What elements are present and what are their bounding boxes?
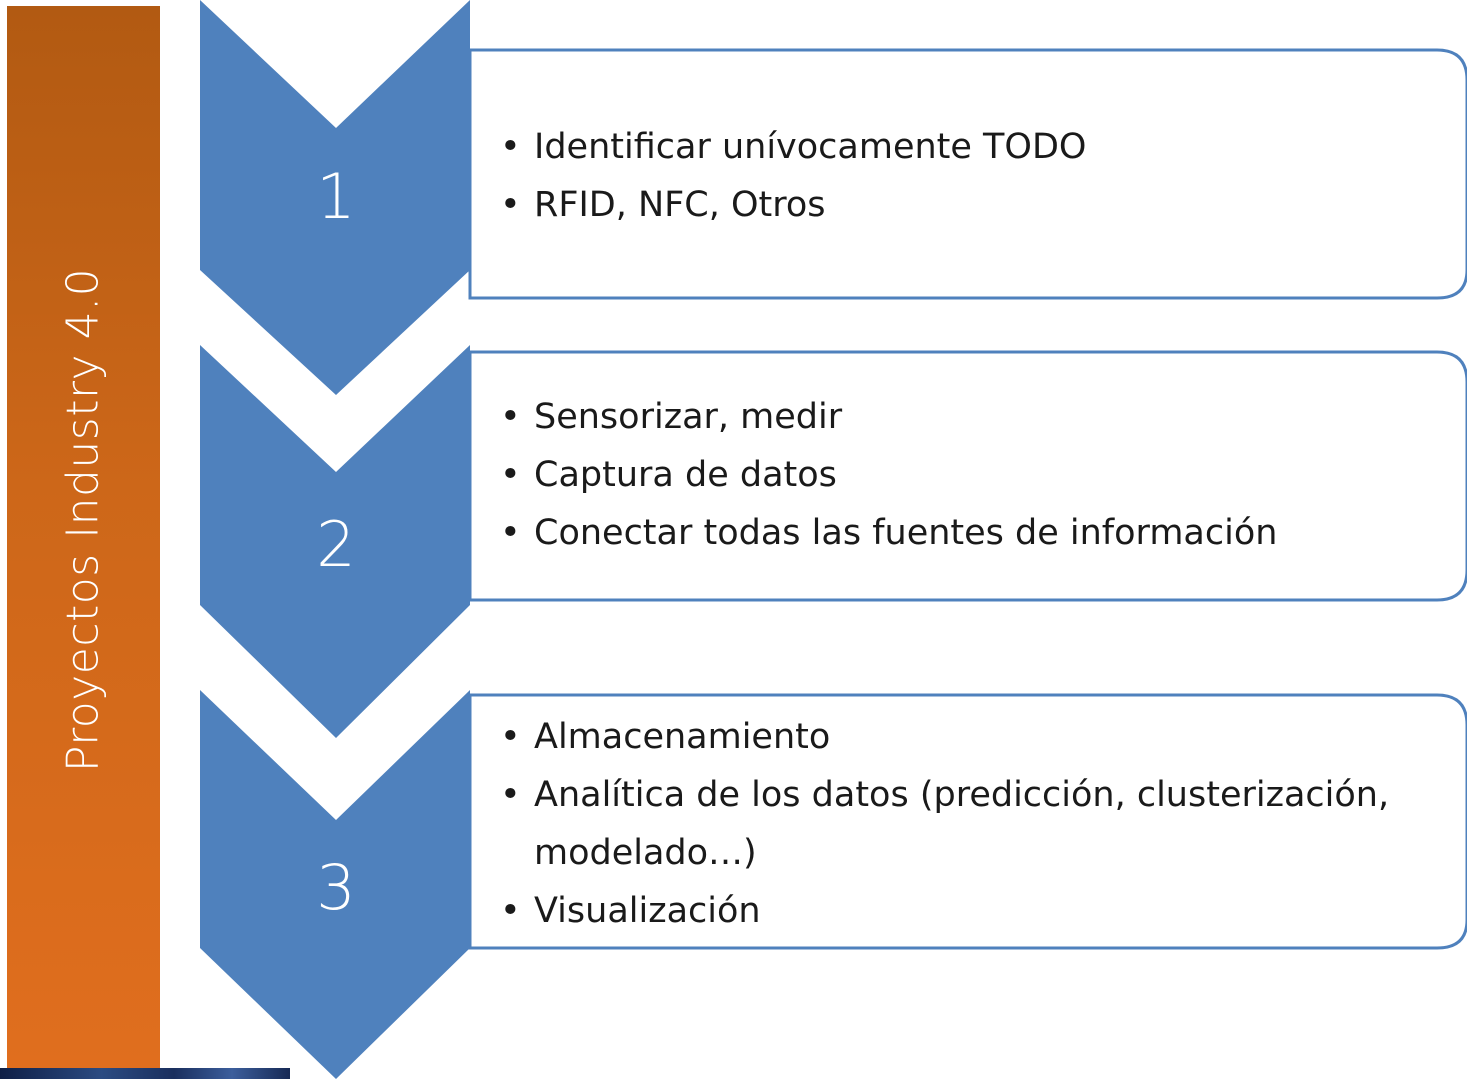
step-3-chevron [200, 690, 470, 1079]
list-item: RFID, NFC, Otros [500, 176, 1086, 234]
step-1-chevron [200, 0, 470, 395]
step-3-list: Almacenamiento Analítica de los datos (p… [500, 708, 1440, 940]
step-1-list: Identificar unívocamente TODO RFID, NFC,… [500, 118, 1086, 234]
step-2-list: Sensorizar, medir Captura de datos Conec… [500, 388, 1277, 562]
list-item: Conectar todas las fuentes de informació… [500, 504, 1277, 562]
list-item: Captura de datos [500, 446, 1277, 504]
list-item: Analítica de los datos (predicción, clus… [500, 766, 1440, 882]
list-item: Visualización [500, 882, 1440, 940]
step-2-chevron [200, 345, 470, 738]
step-3-number: 3 [316, 851, 356, 924]
step-2-number: 2 [316, 508, 356, 581]
list-item: Almacenamiento [500, 708, 1440, 766]
corner-image [0, 1068, 290, 1079]
step-1-number: 1 [316, 160, 356, 233]
title-bar [7, 6, 160, 1072]
list-item: Sensorizar, medir [500, 388, 1277, 446]
list-item: Identificar unívocamente TODO [500, 118, 1086, 176]
